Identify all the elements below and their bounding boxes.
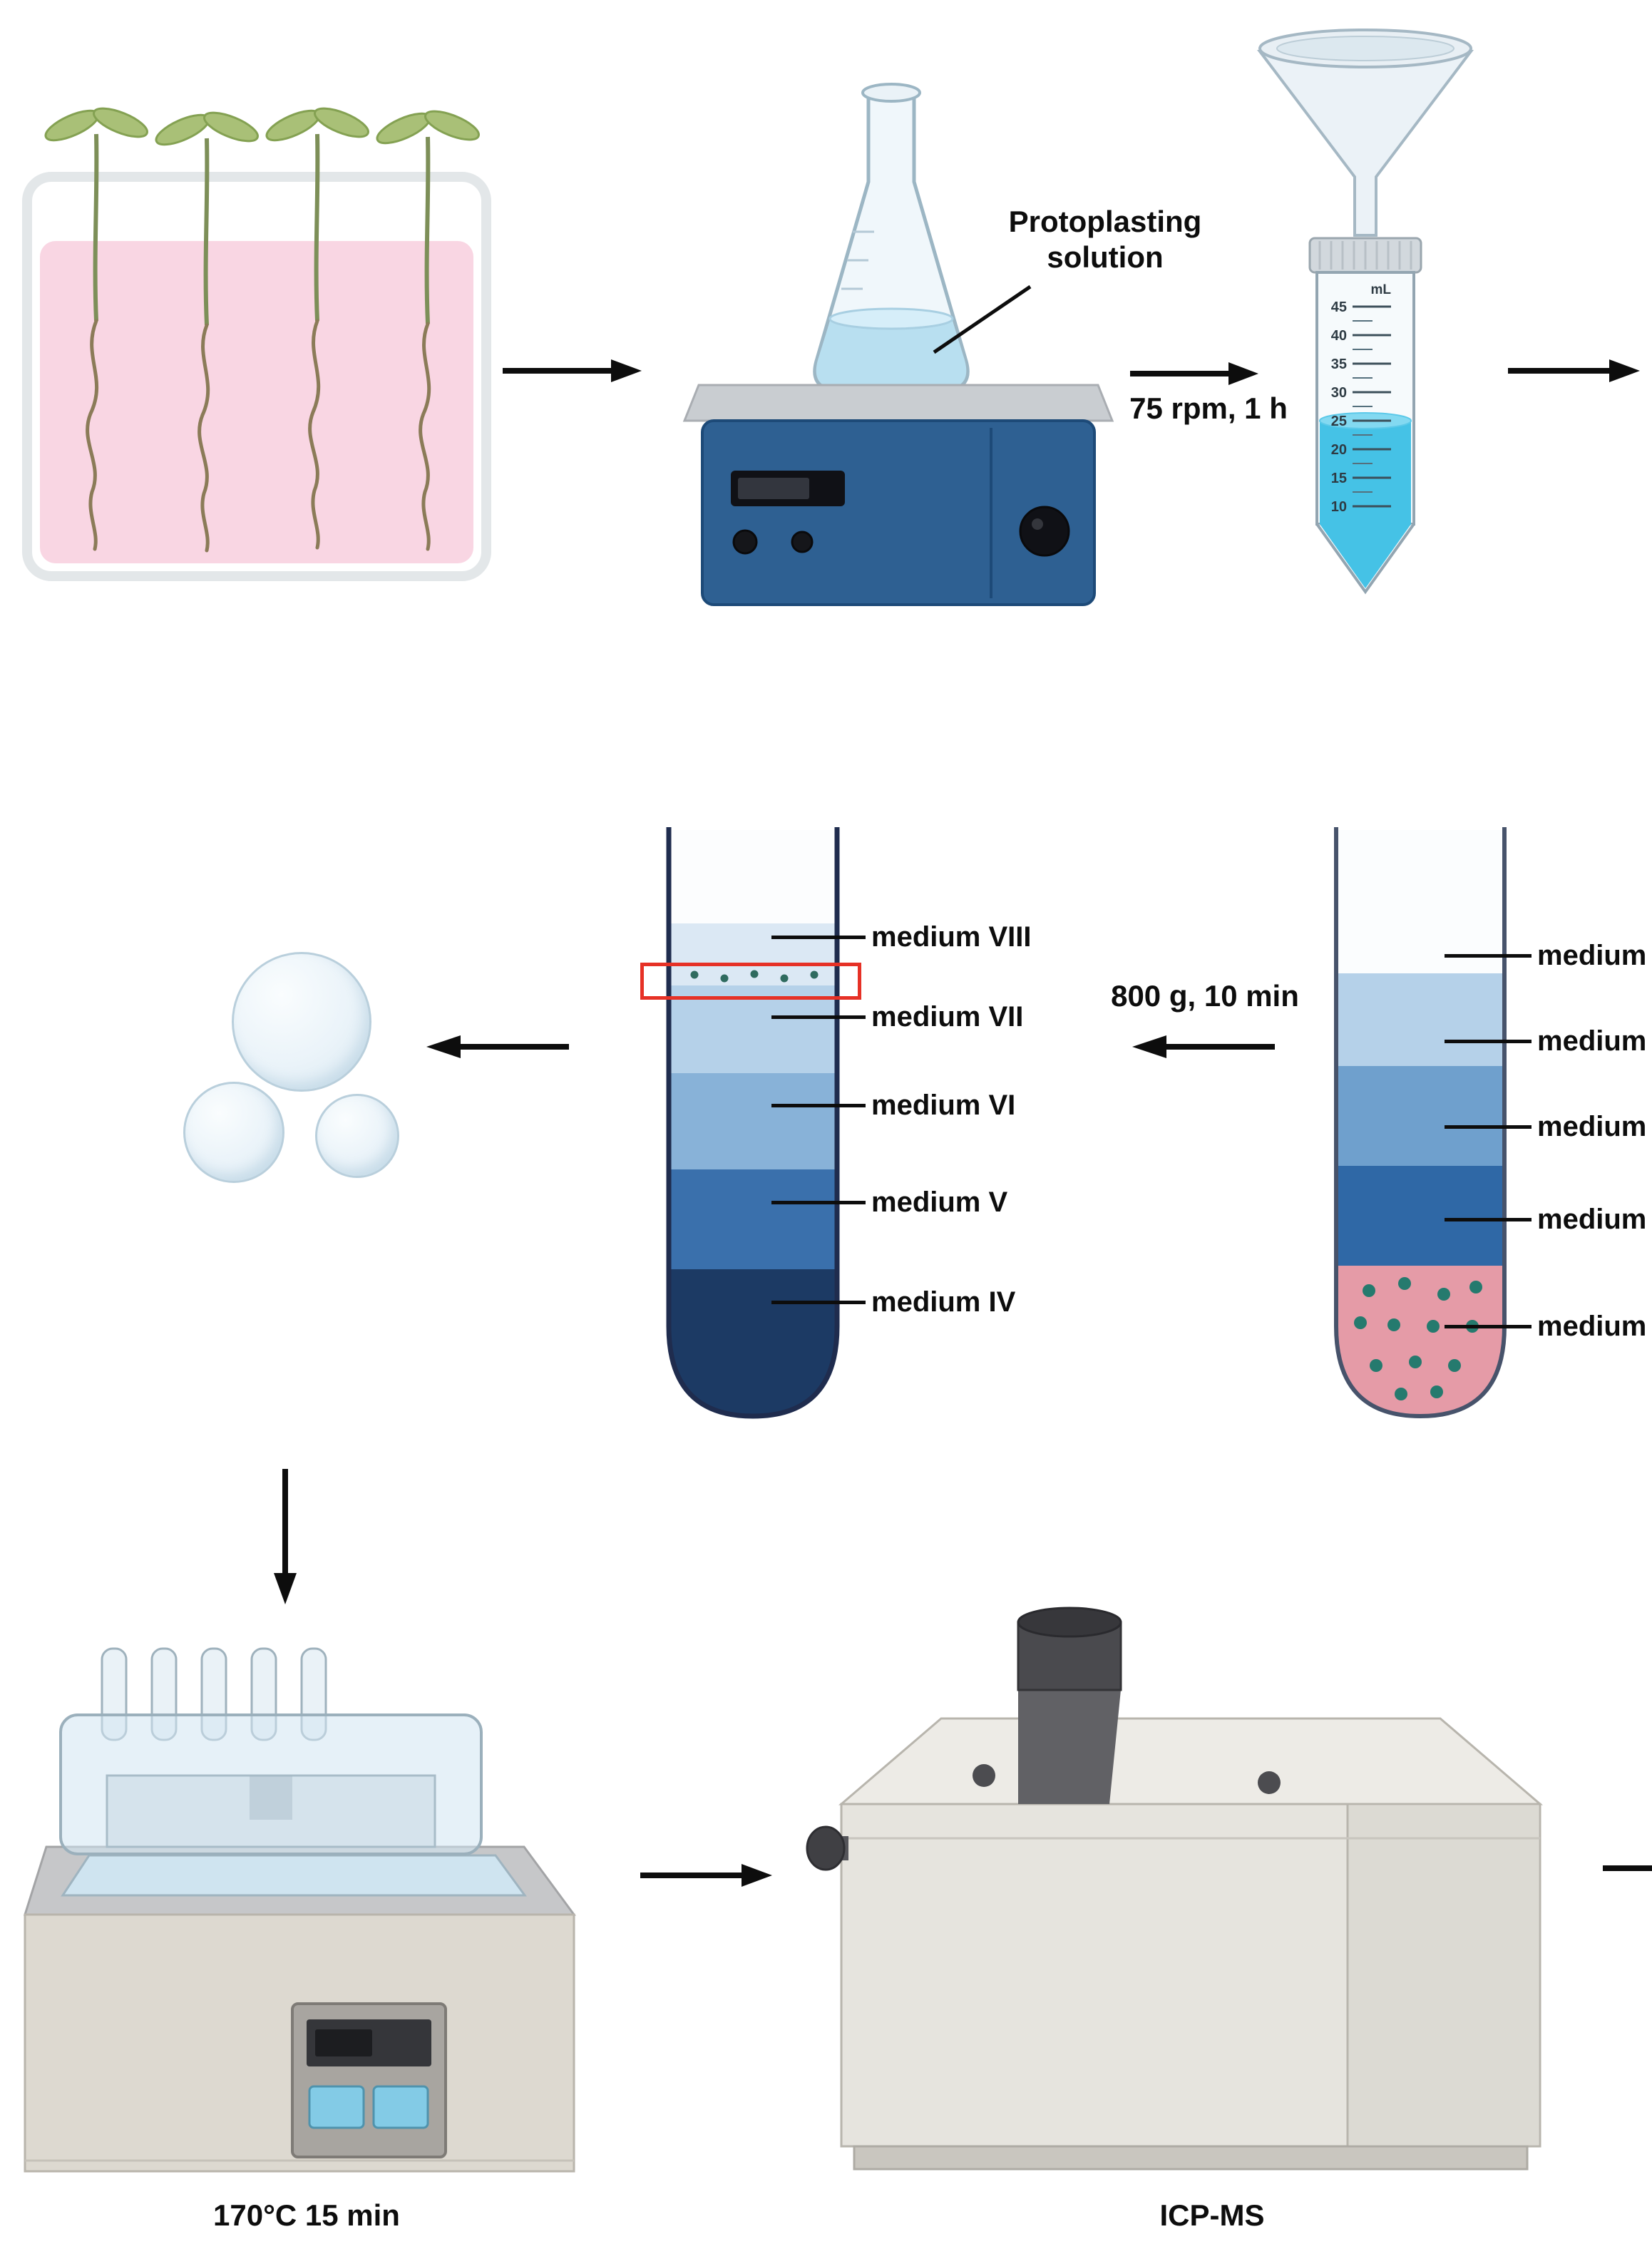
funnel xyxy=(1256,29,1474,237)
tube-graduations: mL 45 40 35 30 25 20 15 10 xyxy=(1331,282,1392,515)
magnetic-stirrer-illustration xyxy=(682,83,1114,606)
centrifugation-label: 800 g, 10 min xyxy=(1111,979,1299,1013)
instrument-label: ICP-MS xyxy=(1159,2198,1265,2232)
svg-text:45: 45 xyxy=(1331,299,1347,315)
protoplast-band-dots xyxy=(690,970,819,983)
arrow-right-5 xyxy=(1603,1865,1652,1871)
gradient-layer-3 xyxy=(1336,1166,1504,1266)
erlenmeyer-flask xyxy=(813,83,970,392)
protoplasting-line1: Protoplasting xyxy=(1008,205,1202,238)
label-tick xyxy=(771,936,866,939)
icpms-knob-dot xyxy=(1258,1771,1281,1794)
label-tick xyxy=(771,1301,866,1304)
seedling xyxy=(155,111,259,553)
funnel-tube-illustration: mL 45 40 35 30 25 20 15 10 xyxy=(1256,29,1474,595)
pellet-dots xyxy=(1354,1277,1482,1400)
arrow-left-1 xyxy=(1132,1035,1275,1058)
svg-text:30: 30 xyxy=(1331,385,1347,401)
pink-medium xyxy=(40,241,473,563)
band-highlight-box xyxy=(640,963,861,1000)
stirrer-platform xyxy=(682,384,1114,422)
seedling xyxy=(265,107,369,550)
label-tick xyxy=(1445,1125,1532,1129)
water-bath-illustration xyxy=(23,1647,576,2173)
gradient-layer-1 xyxy=(1336,973,1504,1066)
icpms-right-cabinet xyxy=(1348,1805,1539,2145)
label-tick xyxy=(1445,1325,1532,1328)
bath-button xyxy=(372,2085,429,2129)
icpms-illustration xyxy=(806,1607,1544,2171)
bath-water xyxy=(61,1854,527,1897)
tube-outline xyxy=(666,827,840,1419)
icpms-top-knob xyxy=(1017,1607,1122,1804)
bath-lid xyxy=(59,1713,483,1855)
gradient-label-2: medium xyxy=(1537,1025,1647,1057)
fraction-label-medium-vi: medium VI xyxy=(871,1090,1016,1121)
fraction-label-medium-v: medium V xyxy=(871,1187,1008,1218)
icpms-side-knob xyxy=(806,1825,848,1871)
protoplasting-solution-label: Protoplasting solution xyxy=(984,204,1226,275)
svg-text:15: 15 xyxy=(1331,471,1347,486)
gradient-label-3: medium xyxy=(1537,1111,1647,1142)
gradient-tube-illustration xyxy=(1334,827,1507,1419)
bath-button xyxy=(308,2085,365,2129)
tube-unit-label: mL xyxy=(1371,282,1392,297)
icpms-top xyxy=(838,1717,1544,1805)
arrow-left-2 xyxy=(426,1035,569,1058)
label-tick xyxy=(771,1015,866,1019)
label-tick xyxy=(771,1201,866,1204)
arrow-right-2 xyxy=(1130,362,1258,385)
svg-text:35: 35 xyxy=(1331,357,1347,372)
flask-liquid xyxy=(816,319,967,389)
gradient-label-5: medium xyxy=(1537,1311,1647,1342)
arrow-right-3 xyxy=(1508,359,1640,382)
tube-outline xyxy=(1334,827,1507,1419)
fraction-label-medium-viii: medium VIII xyxy=(871,921,1032,953)
seedling-container-illustration xyxy=(22,107,491,581)
fraction-label-medium-iv: medium IV xyxy=(871,1286,1016,1318)
layer-medium-v xyxy=(669,1169,837,1269)
tube-cap xyxy=(1308,237,1422,274)
label-tick xyxy=(1445,954,1532,958)
icpms-base xyxy=(853,2145,1529,2171)
label-tick xyxy=(771,1104,866,1107)
layer-medium-vii xyxy=(669,985,837,1073)
svg-text:10: 10 xyxy=(1331,499,1347,515)
fraction-label-medium-vii: medium VII xyxy=(871,1001,1024,1033)
bath-control-panel xyxy=(291,2002,447,2158)
shaking-condition-label: 75 rpm, 1 h xyxy=(1129,391,1288,425)
protoplast-bubble-large xyxy=(232,952,371,1092)
label-tick xyxy=(1445,1040,1532,1043)
gradient-layer-2 xyxy=(1336,1066,1504,1166)
stirrer-knob-small xyxy=(791,531,814,553)
stirrer-knob-small xyxy=(732,529,758,555)
layer-medium-vi xyxy=(669,1073,837,1169)
svg-text:20: 20 xyxy=(1331,442,1347,458)
arrow-right-1 xyxy=(503,359,642,382)
arrow-down-1 xyxy=(274,1469,297,1604)
fraction-tube-illustration xyxy=(666,827,840,1419)
protoplast-bubble-medium xyxy=(183,1082,284,1183)
icpms-knob-dot xyxy=(973,1764,995,1787)
seedling xyxy=(376,110,480,551)
pointer-line xyxy=(933,285,1032,354)
protoplast-bubble-small xyxy=(315,1094,399,1178)
arrow-right-4 xyxy=(640,1864,772,1887)
gradient-label-4: medium xyxy=(1537,1204,1647,1235)
water-bath-label: 170°C 15 min xyxy=(213,2198,400,2232)
stirrer-body xyxy=(701,419,1096,606)
label-tick xyxy=(1445,1218,1532,1221)
gradient-label-1: medium xyxy=(1537,940,1647,971)
svg-text:25: 25 xyxy=(1331,414,1347,429)
seedling xyxy=(44,107,148,551)
protoplasting-line2: solution xyxy=(1047,240,1164,274)
svg-text:40: 40 xyxy=(1331,328,1347,344)
stirrer-knob-large xyxy=(1019,506,1070,557)
layer-medium-iv xyxy=(669,1269,837,1416)
